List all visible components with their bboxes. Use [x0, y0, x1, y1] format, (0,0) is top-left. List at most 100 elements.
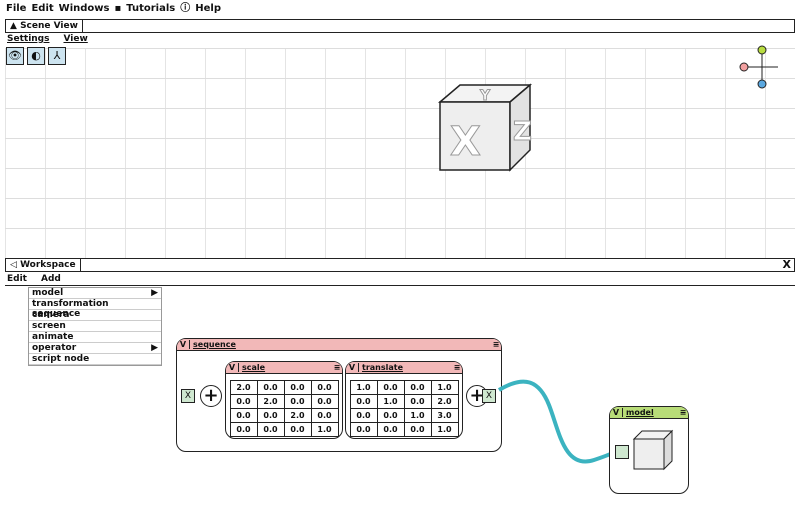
- menu-item-label: script node: [32, 354, 90, 364]
- matrix-cell[interactable]: 0.0: [376, 408, 405, 423]
- tab-workspace[interactable]: ◁ Workspace: [6, 259, 81, 271]
- matrix-cell[interactable]: 0.0: [403, 422, 432, 437]
- menu-file[interactable]: File: [6, 3, 27, 14]
- node-title: translate: [362, 363, 404, 372]
- input-port[interactable]: [615, 445, 629, 459]
- menu-add[interactable]: Add: [40, 274, 61, 284]
- matrix-cell[interactable]: 0.0: [283, 380, 312, 395]
- matrix-cell[interactable]: 1.0: [430, 380, 459, 395]
- node-title: model: [626, 408, 654, 417]
- divider: [5, 285, 795, 286]
- collapse-toggle[interactable]: V: [610, 408, 623, 417]
- add-menu-item[interactable]: script node: [29, 354, 161, 365]
- add-before-button[interactable]: +: [200, 385, 222, 407]
- node-title: scale: [242, 363, 266, 372]
- collapse-toggle[interactable]: V: [177, 340, 190, 349]
- hamburger-icon[interactable]: ≡: [333, 363, 341, 372]
- menu-item-label: transformation sequence: [32, 299, 109, 319]
- submenu-arrow-icon: ▶: [151, 288, 158, 298]
- menu-edit[interactable]: Edit: [31, 3, 54, 14]
- matrix-cell[interactable]: 0.0: [256, 408, 285, 423]
- matrix-cell[interactable]: 0.0: [310, 394, 339, 409]
- add-menu-item[interactable]: camera: [29, 310, 161, 321]
- matrix-cell[interactable]: 0.0: [376, 380, 405, 395]
- input-port[interactable]: X: [181, 389, 195, 403]
- workspace-menu: Edit Add: [7, 274, 61, 284]
- collapse-toggle[interactable]: V: [226, 363, 239, 372]
- add-menu-item[interactable]: model ▶: [29, 288, 161, 299]
- menu-windows[interactable]: Windows: [58, 3, 110, 14]
- matrix-cell[interactable]: 0.0: [349, 394, 378, 409]
- matrix-cell[interactable]: 1.0: [403, 408, 432, 423]
- matrix-cell[interactable]: 1.0: [349, 380, 378, 395]
- matrix-cell[interactable]: 2.0: [256, 394, 285, 409]
- menu-view[interactable]: View: [63, 34, 88, 44]
- menu-item-label: operator: [32, 343, 77, 353]
- hamburger-icon[interactable]: ≡: [679, 408, 687, 417]
- matrix-cell[interactable]: 0.0: [256, 380, 285, 395]
- matrix-cell[interactable]: 2.0: [229, 380, 258, 395]
- matrix-cell[interactable]: 3.0: [430, 408, 459, 423]
- workspace-tabbar: ◁ Workspace X: [5, 258, 795, 272]
- add-menu-item[interactable]: transformation sequence: [29, 299, 161, 319]
- matrix-cell[interactable]: 0.0: [229, 408, 258, 423]
- matrix-cell[interactable]: 0.0: [256, 422, 285, 437]
- hamburger-icon[interactable]: ≡: [492, 340, 500, 349]
- axes-icon[interactable]: ⅄: [48, 47, 66, 65]
- matrix-cell[interactable]: 2.0: [430, 394, 459, 409]
- matrix-cell[interactable]: 0.0: [310, 408, 339, 423]
- menu-edit[interactable]: Edit: [7, 274, 27, 284]
- tab-label: Scene View: [20, 21, 78, 31]
- menu-item-label: animate: [32, 332, 74, 342]
- matrix-cell[interactable]: 0.0: [349, 422, 378, 437]
- cube-gizmo[interactable]: X Y Z: [435, 80, 545, 180]
- matrix-cell[interactable]: 0.0: [403, 380, 432, 395]
- axis-gizmo-icon[interactable]: [738, 44, 782, 90]
- connection-link[interactable]: [494, 375, 624, 475]
- matrix-cell[interactable]: 1.0: [430, 422, 459, 437]
- matrix-cell[interactable]: 0.0: [310, 380, 339, 395]
- close-icon[interactable]: X: [782, 258, 791, 271]
- menu-settings[interactable]: Settings: [7, 34, 50, 44]
- add-menu-item[interactable]: screen: [29, 321, 161, 332]
- scene-viewport[interactable]: [5, 48, 795, 258]
- matrix-cell[interactable]: 0.0: [349, 408, 378, 423]
- matrix-cell[interactable]: 1.0: [310, 422, 339, 437]
- matrix-cell[interactable]: 0.0: [229, 422, 258, 437]
- cube-face-x: X: [450, 119, 481, 165]
- menu-tutorials[interactable]: Tutorials: [126, 3, 176, 14]
- output-port[interactable]: X: [482, 389, 496, 403]
- matrix-cell[interactable]: 0.0: [403, 394, 432, 409]
- menu-item-label: model: [32, 288, 64, 298]
- cube-face-z: Z: [513, 117, 532, 147]
- hamburger-icon[interactable]: ≡: [453, 363, 461, 372]
- matrix-cell[interactable]: 0.0: [283, 394, 312, 409]
- menu-help[interactable]: Help: [195, 3, 221, 14]
- add-menu-item[interactable]: operator▶: [29, 343, 161, 354]
- shading-icon[interactable]: ◐: [27, 47, 45, 65]
- add-menu-item[interactable]: animate: [29, 332, 161, 343]
- cube-preview-icon: [632, 429, 674, 471]
- scene-menu: Settings View: [7, 34, 88, 44]
- matrix-cell[interactable]: 0.0: [376, 422, 405, 437]
- matrix-cell[interactable]: 0.0: [283, 422, 312, 437]
- matrix-cell[interactable]: 1.0: [376, 394, 405, 409]
- matrix-cell[interactable]: 0.0: [229, 394, 258, 409]
- eye-icon[interactable]: 👁: [6, 47, 24, 65]
- menu-item-label: camera: [32, 310, 70, 320]
- matrix-cell[interactable]: 2.0: [283, 408, 312, 423]
- collapse-toggle[interactable]: V: [346, 363, 359, 372]
- tab-scene-view[interactable]: ▲ Scene View: [6, 20, 83, 32]
